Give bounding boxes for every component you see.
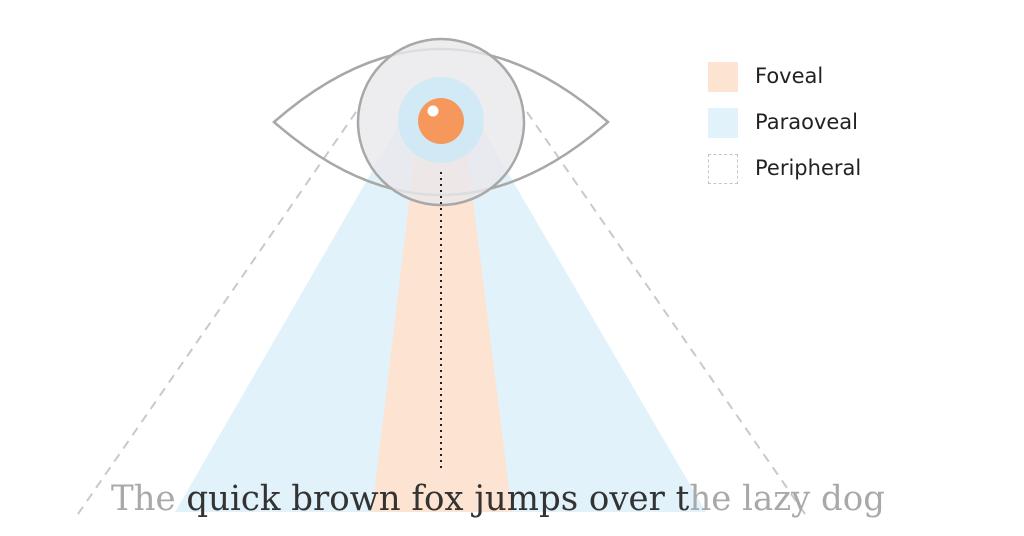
- paraoveal-swatch: [708, 108, 738, 138]
- legend-label-foveal: Foveal: [755, 64, 824, 88]
- sentence-segment-focused: quick brown fox jumps over t: [186, 479, 689, 519]
- pupil-highlight: [427, 105, 439, 117]
- legend-item-foveal: Foveal: [706, 60, 1006, 92]
- peripheral-swatch: [708, 154, 738, 184]
- legend-label-peripheral: Peripheral: [755, 156, 862, 180]
- sentence-segment-faint-start: The: [111, 479, 186, 519]
- peripheral-boundary-left: [77, 111, 357, 515]
- legend: Foveal Paraoveal Peripheral: [706, 60, 1006, 198]
- legend-label-paraoveal: Paraoveal: [755, 110, 858, 134]
- sentence-segment-faint-end: he lazy dog: [689, 479, 885, 519]
- eye-icon: [272, 37, 610, 207]
- legend-item-paraoveal: Paraoveal: [706, 106, 1006, 138]
- eye-outline: [272, 47, 610, 197]
- legend-item-peripheral: Peripheral: [706, 152, 1006, 184]
- foveal-cone: [372, 128, 512, 512]
- sample-sentence: The quick brown fox jumps over the lazy …: [111, 479, 885, 519]
- pupil: [418, 98, 464, 144]
- foveal-swatch: [708, 62, 738, 92]
- peripheral-boundary-right: [526, 111, 806, 515]
